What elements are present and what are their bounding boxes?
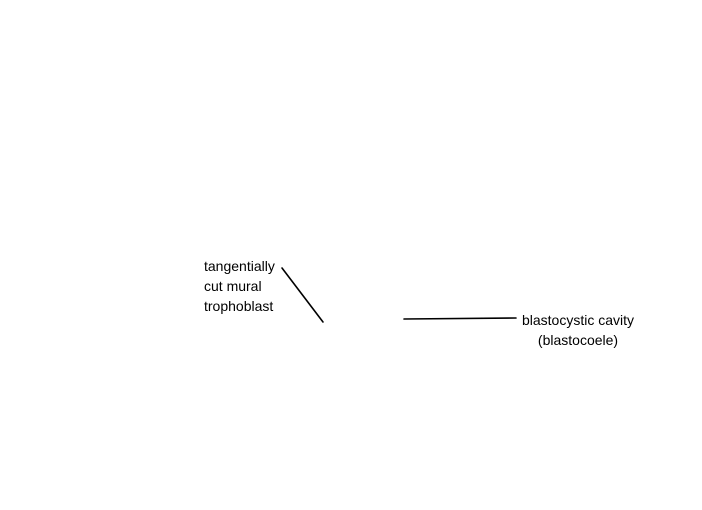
label-line: (blastocoele) — [537, 332, 619, 348]
label-blastocystic-cavity: blastocystic cavity (blastocoele) — [512, 310, 644, 350]
label-line: blastocystic cavity — [521, 312, 635, 328]
label-line: trophoblast — [204, 298, 274, 314]
label-tangentially-cut-mural-trophoblast: tangentially cut mural trophoblast — [204, 256, 275, 316]
leader-line-mural-trophoblast — [281, 267, 324, 323]
leader-line-blastocystic-cavity — [403, 317, 517, 320]
label-line: tangentially — [204, 258, 275, 274]
label-line: cut mural — [204, 278, 262, 294]
